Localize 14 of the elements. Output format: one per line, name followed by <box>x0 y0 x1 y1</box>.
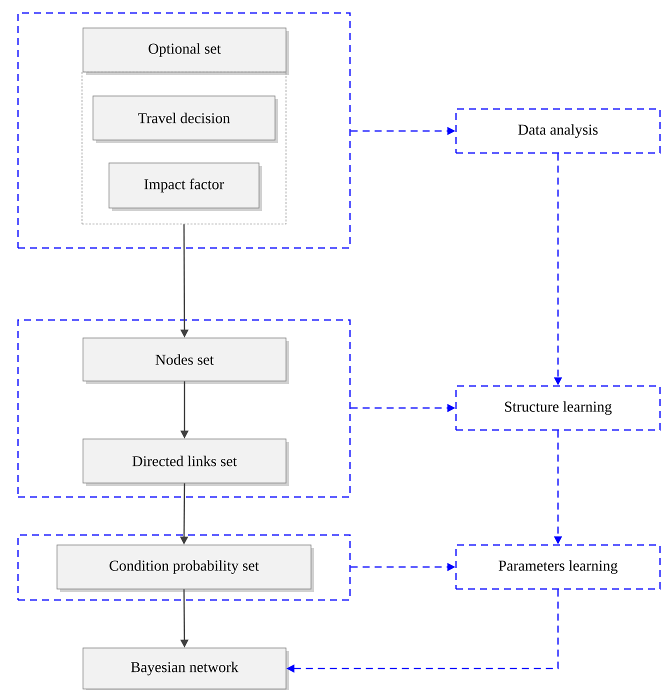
process-box: Parameters learning <box>455 544 661 590</box>
group-frame <box>17 12 351 249</box>
group-frame <box>17 319 351 498</box>
group-frame <box>82 72 286 224</box>
process-box: Impact factor <box>108 162 262 211</box>
process-box: Travel decision <box>92 96 278 143</box>
process-box: Directed links set <box>82 438 289 486</box>
process-box: Bayesian network <box>82 648 289 690</box>
process-box: Condition probability set <box>56 544 314 592</box>
process-box: Structure learning <box>455 385 661 431</box>
process-box: Optional set <box>82 28 289 75</box>
process-box: Data analysis <box>455 108 661 154</box>
process-box: Nodes set <box>82 338 289 384</box>
group-frame <box>17 534 351 601</box>
